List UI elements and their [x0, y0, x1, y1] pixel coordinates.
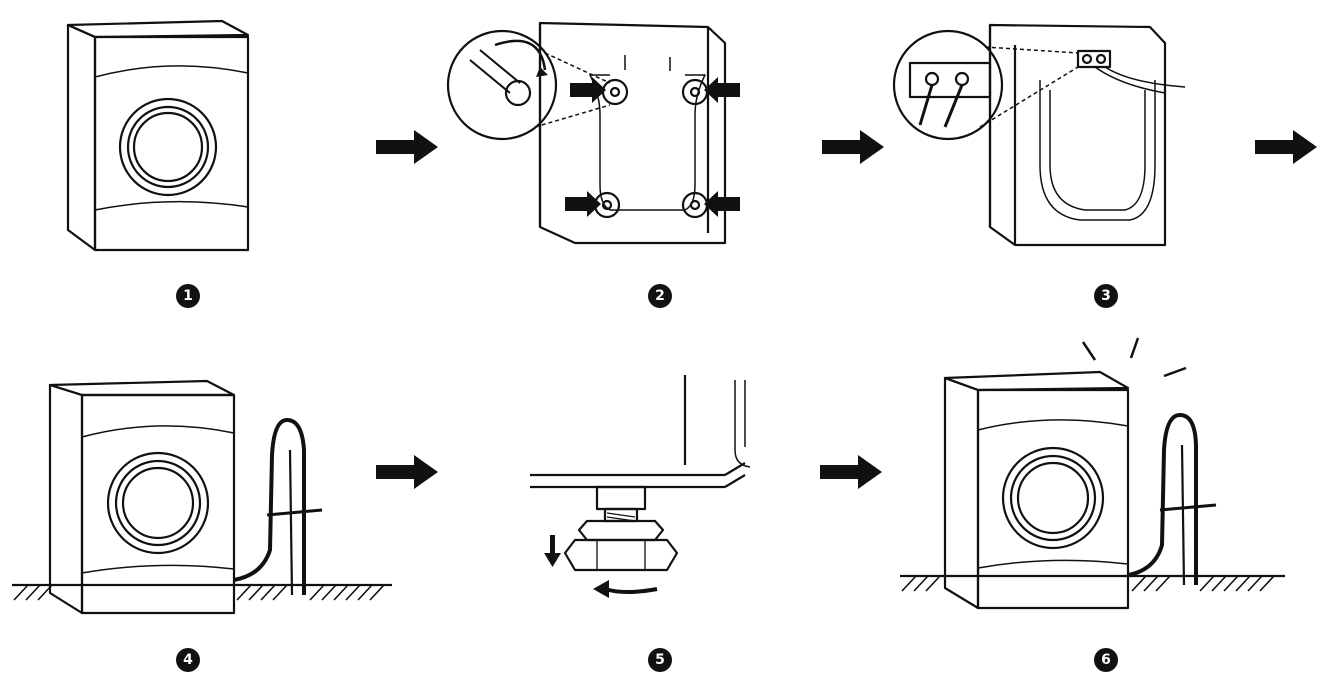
adjust-leveling-foot-icon — [530, 375, 751, 598]
step-6-badge: 6 — [1094, 648, 1118, 672]
drain-hose-placement-icon — [12, 379, 392, 615]
machine-ready-icon — [900, 337, 1285, 610]
step-6-illustration — [900, 330, 1290, 615]
connect-hoses-icon — [892, 23, 1186, 247]
step-2-badge: 2 — [648, 284, 672, 308]
step-3-illustration — [890, 15, 1195, 250]
arrow-right-icon — [376, 130, 438, 164]
step-2-illustration — [440, 15, 740, 250]
step-1-illustration — [60, 15, 260, 255]
remove-transit-bolts-icon — [446, 21, 740, 245]
step-3-badge: 3 — [1094, 284, 1118, 308]
step-5-illustration — [525, 375, 765, 605]
step-1-badge: 1 — [176, 284, 200, 308]
washing-machine-front-icon — [66, 19, 250, 252]
step-4-badge: 4 — [176, 648, 200, 672]
arrow-right-icon — [822, 130, 884, 164]
step-4-illustration — [12, 355, 392, 620]
step-5-badge: 5 — [648, 648, 672, 672]
arrow-right-icon — [820, 455, 882, 489]
arrow-right-icon — [1255, 130, 1317, 164]
arrow-right-icon — [376, 455, 438, 489]
